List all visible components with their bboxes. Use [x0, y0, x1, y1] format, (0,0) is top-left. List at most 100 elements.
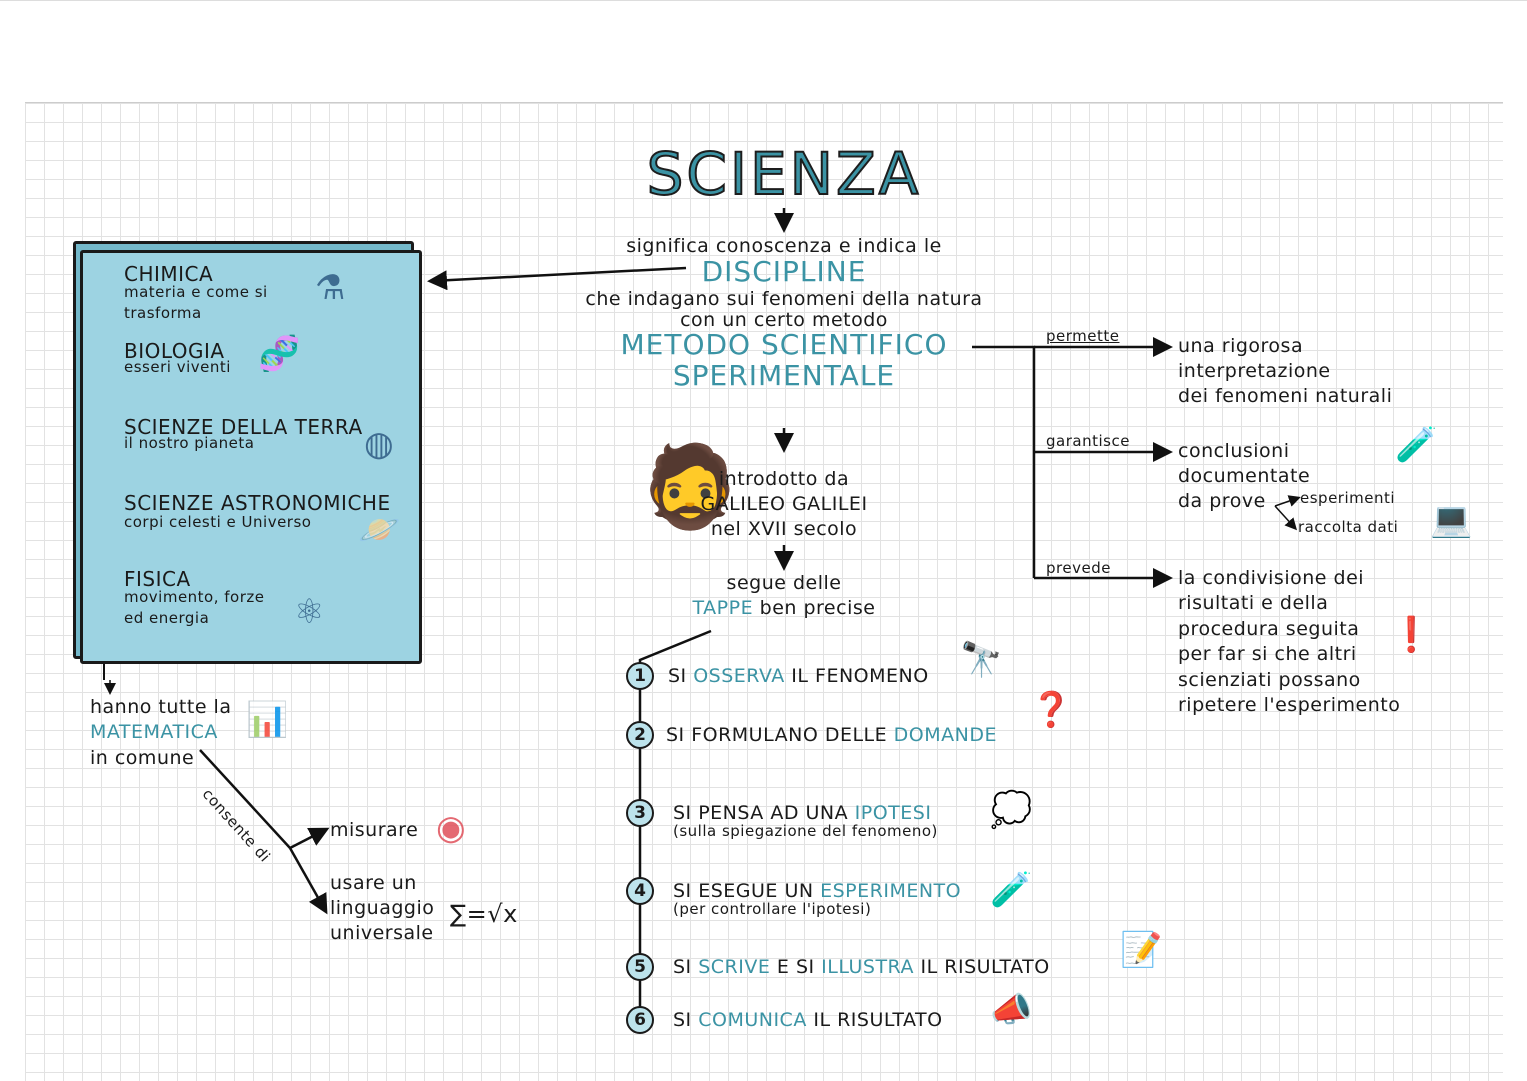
- discipline-fisica: FISICA: [124, 567, 191, 591]
- step-number: 2: [626, 721, 654, 749]
- step-2: SI FORMULANO DELLE DOMANDE: [666, 724, 997, 746]
- step-text: IL RISULTATO: [914, 956, 1050, 978]
- discipline-chimica: CHIMICA: [124, 262, 214, 286]
- discipline-desc: materia e come si: [124, 283, 268, 301]
- discipline-astronomiche: SCIENZE ASTRONOMICHE: [124, 491, 391, 515]
- step-number: 6: [626, 1006, 654, 1034]
- flask-icon: ⚗: [315, 268, 346, 308]
- math-text-1: hanno tutte la: [90, 696, 232, 718]
- globe-icon: ◍: [364, 424, 394, 464]
- experiment-icon: 🧪: [990, 870, 1033, 910]
- branch-text: la condivisione dei: [1178, 567, 1365, 589]
- discipline-terra: SCIENZE DELLA TERRA: [124, 415, 363, 439]
- tappe-word: TAPPE: [692, 597, 754, 619]
- step-text: IL RISULTATO: [806, 1009, 943, 1031]
- scientist-announce-icon: ❗: [1390, 615, 1433, 655]
- step-text: IL FENOMENO: [784, 665, 929, 687]
- thinking-icon: 💭: [990, 790, 1033, 830]
- usare-text-1: usare un: [330, 872, 417, 894]
- discipline-desc: corpi celesti e Universo: [124, 513, 312, 531]
- branch-text: scienziati possano: [1178, 669, 1361, 691]
- tape-measure-icon: ◉: [436, 808, 466, 848]
- discipline-desc: il nostro pianeta: [124, 434, 255, 452]
- segue-text: segue delle: [726, 572, 842, 594]
- discipline-desc: movimento, forze: [124, 588, 265, 606]
- branch-label-permette: permette: [1046, 327, 1120, 345]
- step-text: SI ESEGUE UN: [673, 880, 821, 902]
- branch-text: risultati e della: [1178, 592, 1329, 614]
- branch-label-prevede: prevede: [1046, 559, 1111, 577]
- chart-icon: 📊: [246, 700, 289, 740]
- math-text-3: in comune: [90, 747, 195, 769]
- step-6: SI COMUNICA IL RISULTATO: [673, 1009, 943, 1031]
- branch-text: dei fenomeni naturali: [1178, 385, 1393, 407]
- writing-icon: 📝: [1120, 930, 1163, 970]
- step-number: 4: [626, 877, 654, 905]
- scientist-illustration-icon: 🧪: [1395, 425, 1438, 465]
- misurare-text: misurare: [330, 819, 419, 841]
- usare-text-2: linguaggio: [330, 897, 435, 919]
- step-keyword: SCRIVE: [698, 956, 771, 978]
- announce-icon: 📣: [990, 990, 1033, 1030]
- galileo-illustration-icon: 🧔: [640, 440, 740, 533]
- step-number: 5: [626, 953, 654, 981]
- step-text: SI: [673, 1009, 699, 1031]
- step-keyword: ESPERIMENTO: [820, 880, 962, 902]
- step-text: E SI: [770, 956, 822, 978]
- step-4: SI ESEGUE UN ESPERIMENTO: [673, 880, 961, 902]
- method-text: con un certo metodo: [680, 309, 888, 331]
- sub-esperimenti: esperimenti: [1300, 489, 1396, 507]
- intro-text-2: GALILEO GALILEI: [700, 493, 868, 515]
- step-keyword: ILLUSTRA: [821, 956, 914, 978]
- disciplines-book: [80, 250, 422, 664]
- step-keyword: IPOTESI: [854, 802, 932, 824]
- sub-raccolta-dati: raccolta dati: [1298, 518, 1399, 536]
- method-title-1: METODO SCIENTIFICO: [620, 328, 948, 361]
- branch-text: procedura seguita: [1178, 618, 1360, 640]
- discipline-desc: trasforma: [124, 304, 202, 322]
- branch-text: da prove: [1178, 490, 1266, 512]
- step-text: SI PENSA AD UNA: [673, 802, 855, 824]
- branch-text: ripetere l'esperimento: [1178, 694, 1401, 716]
- branch-text: documentate: [1178, 465, 1311, 487]
- step-number: 3: [626, 799, 654, 827]
- atom-icon: ⚛: [294, 592, 325, 632]
- step-5: SI SCRIVE E SI ILLUSTRA IL RISULTATO: [673, 956, 1050, 978]
- step-text: SI: [673, 956, 699, 978]
- step-keyword: DOMANDE: [893, 724, 997, 746]
- math-label: MATEMATICA: [90, 721, 218, 743]
- branch-text: una rigorosa: [1178, 335, 1304, 357]
- ben-precise: ben precise: [753, 597, 876, 619]
- tappe-text: TAPPE ben precise: [693, 597, 876, 619]
- nature-text: che indagano sui fenomeni della natura: [585, 288, 983, 310]
- step-text: SI: [668, 665, 694, 687]
- branch-label-garantisce: garantisce: [1046, 432, 1130, 450]
- planet-icon: 🪐: [358, 510, 401, 550]
- telescope-icon: 🔭: [960, 640, 1003, 680]
- dna-icon: 🧬: [258, 334, 301, 374]
- usare-text-3: universale: [330, 922, 434, 944]
- step-text: SI FORMULANO DELLE: [666, 724, 894, 746]
- intro-text-3: nel XVII secolo: [710, 518, 858, 540]
- branch-text: per far si che altri: [1178, 643, 1357, 665]
- step-note: (sulla spiegazione del fenomeno): [673, 822, 938, 840]
- top-border: [0, 0, 1527, 1]
- step-keyword: OSSERVA: [693, 665, 785, 687]
- math-formula: ∑=√x: [450, 900, 518, 928]
- step-1: SI OSSERVA IL FENOMENO: [668, 665, 929, 687]
- discipline-desc: esseri viventi: [124, 358, 231, 376]
- step-number: 1: [626, 662, 654, 690]
- discipline-biologia: BIOLOGIA: [124, 339, 225, 363]
- page-title: SCIENZA: [646, 139, 922, 209]
- step-keyword: COMUNICA: [698, 1009, 807, 1031]
- definition-text: significa conoscenza e indica le: [626, 235, 942, 257]
- step-3: SI PENSA AD UNA IPOTESI: [673, 802, 931, 824]
- grid-paper: [25, 102, 1503, 1081]
- branch-text: conclusioni: [1178, 440, 1290, 462]
- intro-text-1: introdotto da: [718, 468, 850, 490]
- discipline-desc: ed energia: [124, 609, 210, 627]
- question-icon: ❓: [1030, 690, 1073, 730]
- scientist-computer-icon: 💻: [1430, 500, 1473, 540]
- discipline-label: DISCIPLINE: [701, 255, 867, 288]
- step-note: (per controllare l'ipotesi): [673, 900, 872, 918]
